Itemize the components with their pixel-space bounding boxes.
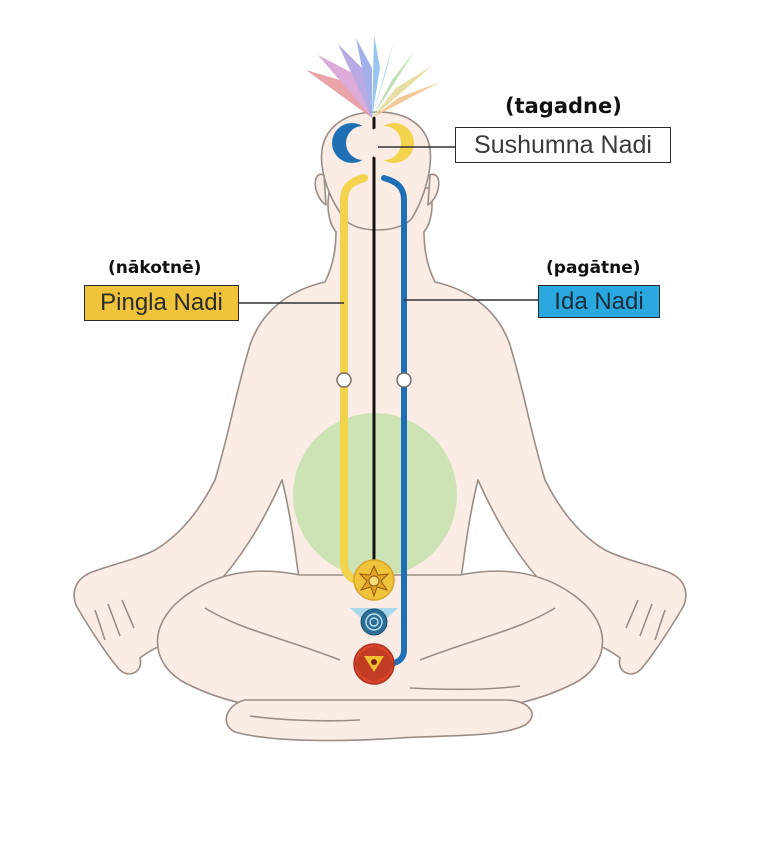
left-ear bbox=[315, 174, 326, 205]
right-ear bbox=[428, 174, 439, 205]
pingla-node bbox=[337, 373, 351, 387]
ida-node bbox=[397, 373, 411, 387]
ida-caption: (pagātne) bbox=[546, 258, 641, 278]
sushumna-label: Sushumna Nadi bbox=[455, 127, 671, 163]
sushumna-caption: (tagadne) bbox=[505, 94, 622, 118]
ida-label: Ida Nadi bbox=[538, 285, 660, 318]
root-chakra-icon bbox=[354, 644, 394, 684]
lotus-crown-icon bbox=[306, 35, 440, 118]
lower-foot bbox=[226, 700, 532, 740]
pingla-caption: (nākotnē) bbox=[108, 258, 201, 278]
solar-plexus-chakra-icon bbox=[354, 560, 394, 600]
pingla-label: Pingla Nadi bbox=[84, 285, 239, 321]
